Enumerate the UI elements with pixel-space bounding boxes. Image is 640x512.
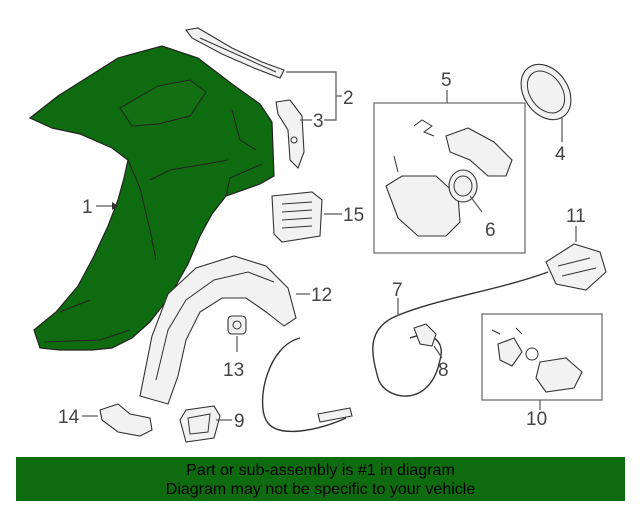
- grommet-part-13[interactable]: [227, 315, 247, 335]
- fuel-door-box: [373, 102, 526, 254]
- housing-part-11[interactable]: [545, 243, 607, 291]
- vent-part-15[interactable]: [271, 191, 323, 243]
- fuel-door-assembly-part-5[interactable]: [385, 119, 513, 237]
- leader-line-8: [433, 345, 443, 359]
- parts-diagram: 1 2 3 4 5 6 15: [28, 27, 607, 443]
- callout-15: 15: [343, 205, 364, 226]
- banner-line-2: Diagram may not be specific to your vehi…: [165, 481, 476, 498]
- gasket-part-6[interactable]: [448, 169, 478, 203]
- callout-13: 13: [223, 360, 244, 381]
- bracket-part-3[interactable]: [275, 99, 305, 169]
- release-cable-part-7[interactable]: [261, 271, 549, 433]
- callout-10: 10: [526, 409, 547, 430]
- seal-part-9[interactable]: [179, 405, 221, 443]
- callout-6: 6: [485, 220, 496, 241]
- quarter-panel-part-1[interactable]: [28, 45, 275, 351]
- callout-9: 9: [234, 411, 245, 432]
- callout-4: 4: [555, 144, 566, 165]
- callout-8: 8: [438, 360, 449, 381]
- leader-line-6: [469, 195, 483, 213]
- callout-5: 5: [441, 70, 452, 91]
- callout-3: 3: [313, 111, 324, 132]
- callout-12: 12: [311, 285, 332, 306]
- actuator-box: [481, 313, 603, 401]
- emblem-part-4[interactable]: [511, 55, 581, 129]
- rail-strip-part-2[interactable]: [185, 27, 285, 79]
- wheel-liner-part-12[interactable]: [139, 255, 297, 405]
- callout-1: 1: [82, 197, 93, 218]
- actuator-assembly-part-10[interactable]: [491, 327, 583, 393]
- arrow-1: [112, 202, 118, 210]
- callout-11: 11: [566, 206, 586, 227]
- callout-14: 14: [58, 407, 80, 428]
- callout-7: 7: [392, 280, 403, 301]
- clip-part-8[interactable]: [413, 323, 437, 347]
- callout-2: 2: [343, 88, 354, 109]
- banner-line-1: Part or sub-assembly is #1 in diagram: [186, 462, 455, 479]
- bracket-part-14[interactable]: [99, 403, 153, 437]
- info-banner: Part or sub-assembly is #1 in diagram Di…: [16, 457, 625, 501]
